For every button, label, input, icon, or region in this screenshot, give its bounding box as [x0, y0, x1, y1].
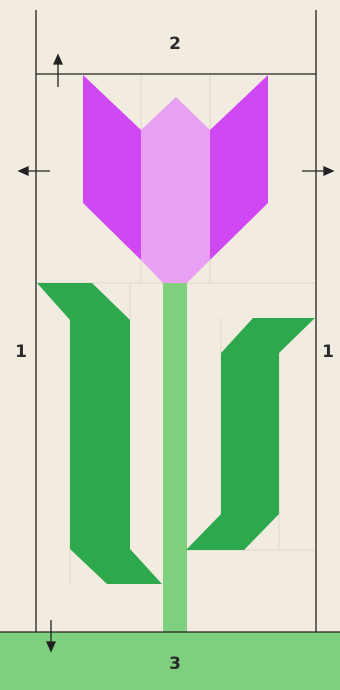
- right-panel-label: 1: [313, 342, 340, 362]
- left-panel-label: 1: [6, 342, 36, 362]
- stem: [163, 283, 187, 633]
- top-panel-label: 2: [160, 34, 190, 54]
- petal-center: [141, 97, 210, 283]
- bottom-panel-label: 3: [160, 654, 190, 674]
